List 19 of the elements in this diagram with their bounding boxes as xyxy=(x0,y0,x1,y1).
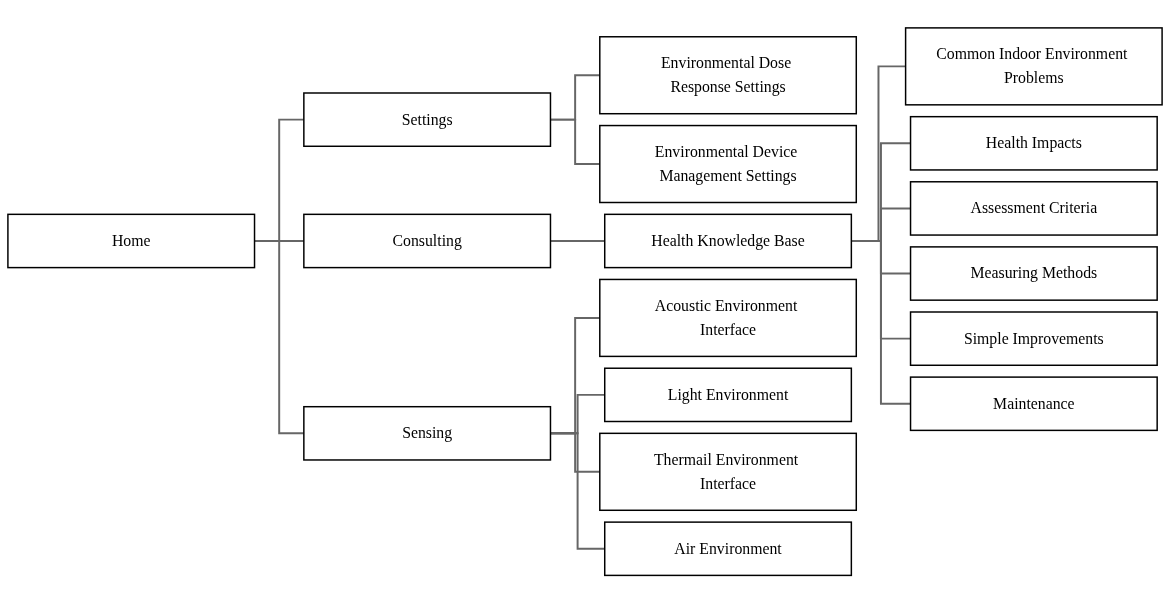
node-box: Air Environment xyxy=(604,521,853,576)
connector xyxy=(850,239,912,405)
node-box: Settings xyxy=(303,92,552,147)
node-box: Assessment Criteria xyxy=(909,180,1158,236)
node-box: Environmental Device Management Settings xyxy=(599,124,857,204)
node-box: Simple Improvements xyxy=(909,311,1158,366)
node-box: Maintenance xyxy=(909,376,1158,431)
connector xyxy=(253,239,305,435)
node-box: Measuring Methods xyxy=(909,246,1158,301)
node-box: Health Impacts xyxy=(909,115,1158,171)
node-box: Home xyxy=(7,213,256,269)
node-box: Thermail Environment Interface xyxy=(599,432,857,511)
node-box: Light Environment xyxy=(604,367,853,423)
node-box: Environmental Dose Response Settings xyxy=(599,35,857,115)
node-box: Sensing xyxy=(303,405,552,461)
node-box: Health Knowledge Base xyxy=(604,213,853,269)
node-box: Acoustic Environment Interface xyxy=(599,278,857,357)
node-box: Common Indoor Environment Problems xyxy=(904,27,1163,106)
node-box: Consulting xyxy=(303,213,552,269)
